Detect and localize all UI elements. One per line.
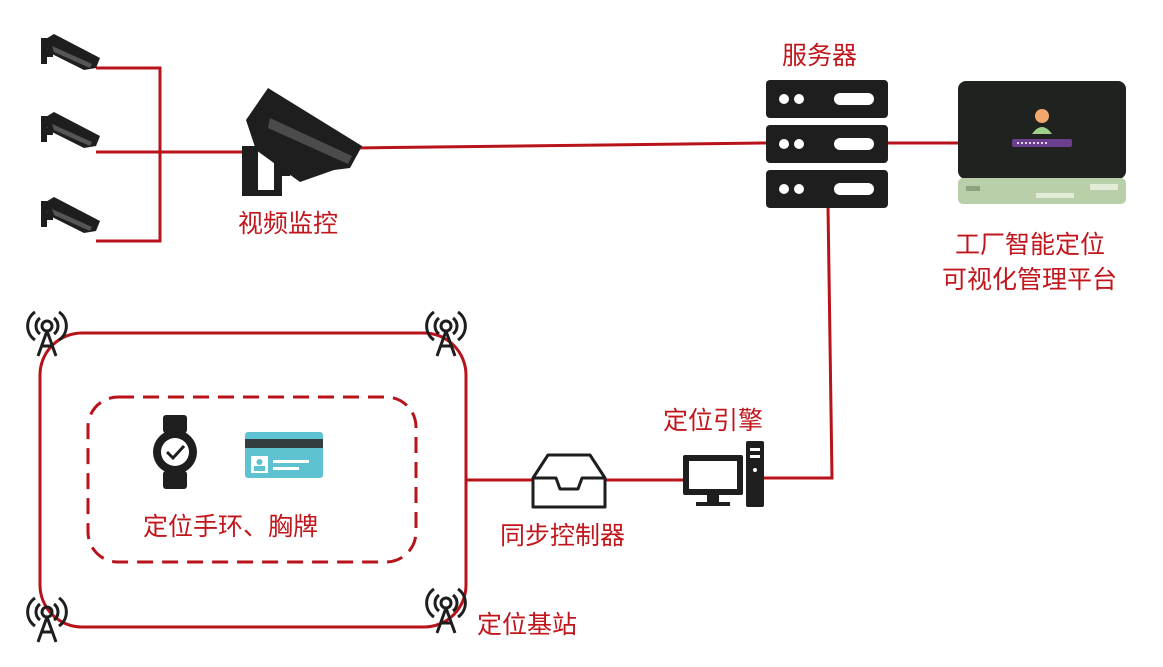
sync-controller-label: 同步控制器	[500, 521, 626, 550]
platform-label-line1: 工厂智能定位	[955, 230, 1106, 259]
platform-label-line2: 可视化管理平台	[942, 265, 1118, 294]
positioning-engine-label: 定位引擎	[663, 406, 764, 435]
cctv-camera-icon	[41, 112, 100, 148]
desktop-computer-icon	[683, 441, 764, 507]
smartwatch-icon	[153, 415, 197, 489]
laptop-icon	[958, 81, 1126, 204]
id-badge-icon	[245, 432, 323, 478]
cctv-camera-icon	[41, 197, 100, 233]
base-station-label: 定位基站	[477, 610, 578, 639]
server-rack-icon	[766, 80, 888, 208]
cctv-camera-icon	[242, 88, 362, 196]
cctv-camera-icon	[41, 34, 100, 70]
inbox-tray-icon	[531, 453, 607, 509]
tag-group-box	[86, 395, 418, 564]
positioning-area	[38, 331, 468, 629]
connection-lines	[96, 66, 958, 482]
server-label: 服务器	[782, 41, 858, 70]
wristband-badge-label: 定位手环、胸牌	[143, 512, 319, 541]
video-monitoring-label: 视频监控	[238, 209, 339, 238]
